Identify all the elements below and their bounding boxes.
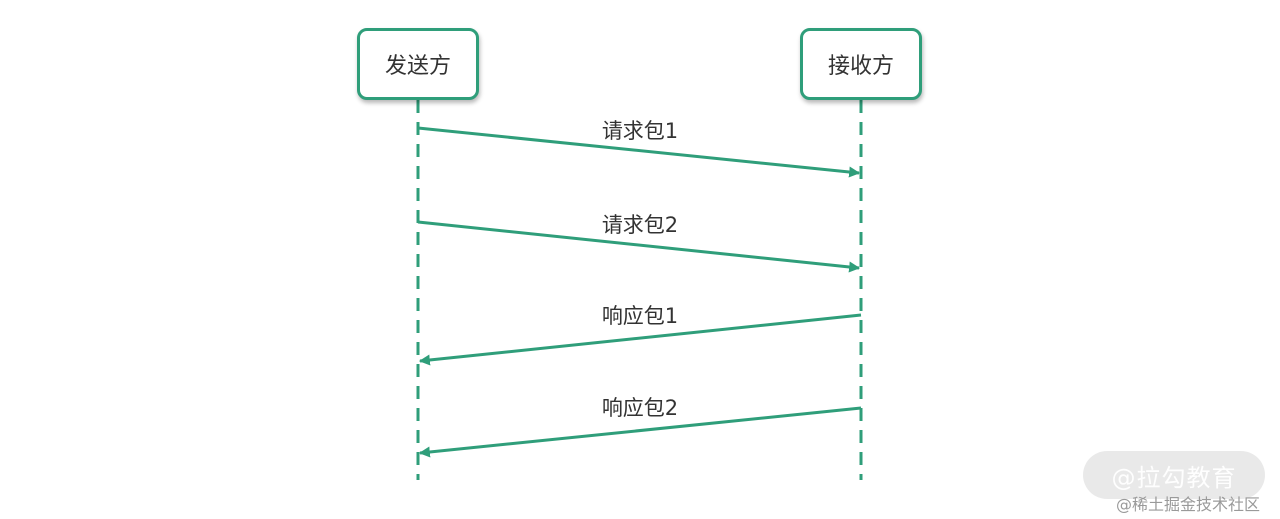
message-arrow-request-1	[417, 126, 861, 178]
message-label-response-2: 响应包2	[601, 396, 679, 420]
watermark-brand-text: @拉勾教育	[1111, 463, 1237, 492]
message-arrow-response-1	[418, 313, 862, 366]
message-label-request-1: 请求包1	[601, 119, 679, 143]
watermark-brand: @拉勾教育	[1083, 451, 1265, 499]
sender-participant: 发送方	[357, 28, 479, 100]
message-arrow-request-2	[417, 220, 861, 273]
message-label-response-1: 响应包1	[601, 304, 679, 328]
receiver-label: 接收方	[827, 54, 894, 79]
message-label-request-2: 请求包2	[601, 213, 679, 237]
watermark-caption: @稀土掘金技术社区	[1116, 495, 1261, 514]
sender-label: 发送方	[384, 54, 451, 79]
message-arrow-response-2	[418, 406, 862, 458]
receiver-participant: 接收方	[800, 28, 922, 100]
